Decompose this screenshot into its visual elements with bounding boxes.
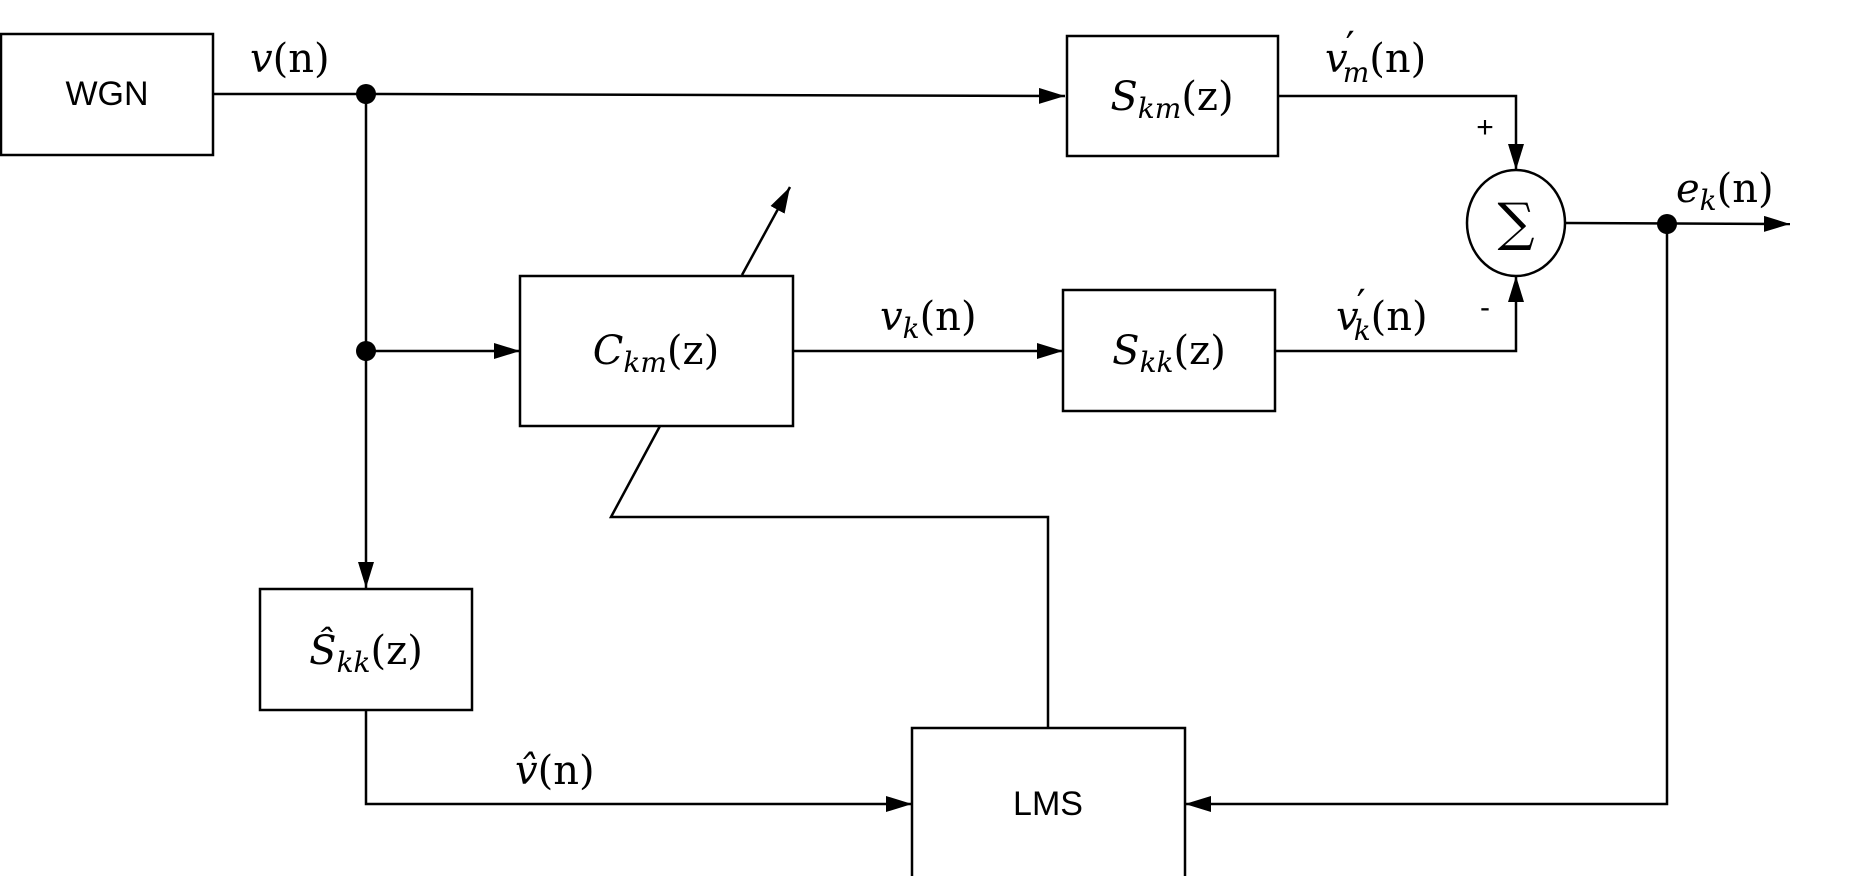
lms-label: LMS xyxy=(1013,785,1083,823)
sum-icon: ∑ xyxy=(1497,193,1534,253)
skk-label: Skk(z) xyxy=(1112,328,1226,379)
skm-block: Skm(z) xyxy=(1065,34,1280,158)
wire-shat-to-lms xyxy=(364,711,912,812)
wire-lms-to-ckm xyxy=(608,425,1050,728)
wire-error-to-lms xyxy=(1185,224,1669,812)
ckm-label: Ckm(z) xyxy=(593,328,719,379)
signal-v-hat-label: v̂(n) xyxy=(515,748,595,794)
wire-sum-to-output xyxy=(1564,215,1791,232)
wire-junction-to-skm xyxy=(365,87,1066,104)
minus-sign: - xyxy=(1480,291,1490,324)
lms-block: LMS xyxy=(910,726,1187,876)
adaptive-arrow xyxy=(740,186,792,276)
wire-skk-to-sum xyxy=(1275,276,1524,353)
plus-sign: + xyxy=(1476,111,1494,144)
junction-dot-middle xyxy=(356,341,376,361)
junction-dot-top xyxy=(356,84,376,104)
junction-dot-output xyxy=(1657,214,1677,234)
signal-vm-prime-label: v′m(n) xyxy=(1325,24,1426,89)
ckm-block: Ckm(z) xyxy=(518,274,795,428)
skk-block: Skk(z) xyxy=(1061,288,1277,413)
skk-hat-label: Ŝkk(z) xyxy=(309,627,423,679)
signal-vk-prime-label: v′k(n) xyxy=(1336,282,1428,347)
wire-skm-to-sum xyxy=(1278,94,1524,170)
wgn-block: WGN xyxy=(0,32,215,157)
wgn-label: WGN xyxy=(65,75,148,113)
skk-hat-block: Ŝkk(z) xyxy=(258,587,474,712)
signal-v-label: v(n) xyxy=(250,36,330,82)
signal-ek-label: ek(n) xyxy=(1676,166,1774,217)
summing-junction: ∑ xyxy=(1465,168,1567,278)
signal-vk-label: vk(n) xyxy=(880,294,977,345)
skm-label: Skm(z) xyxy=(1110,74,1233,125)
